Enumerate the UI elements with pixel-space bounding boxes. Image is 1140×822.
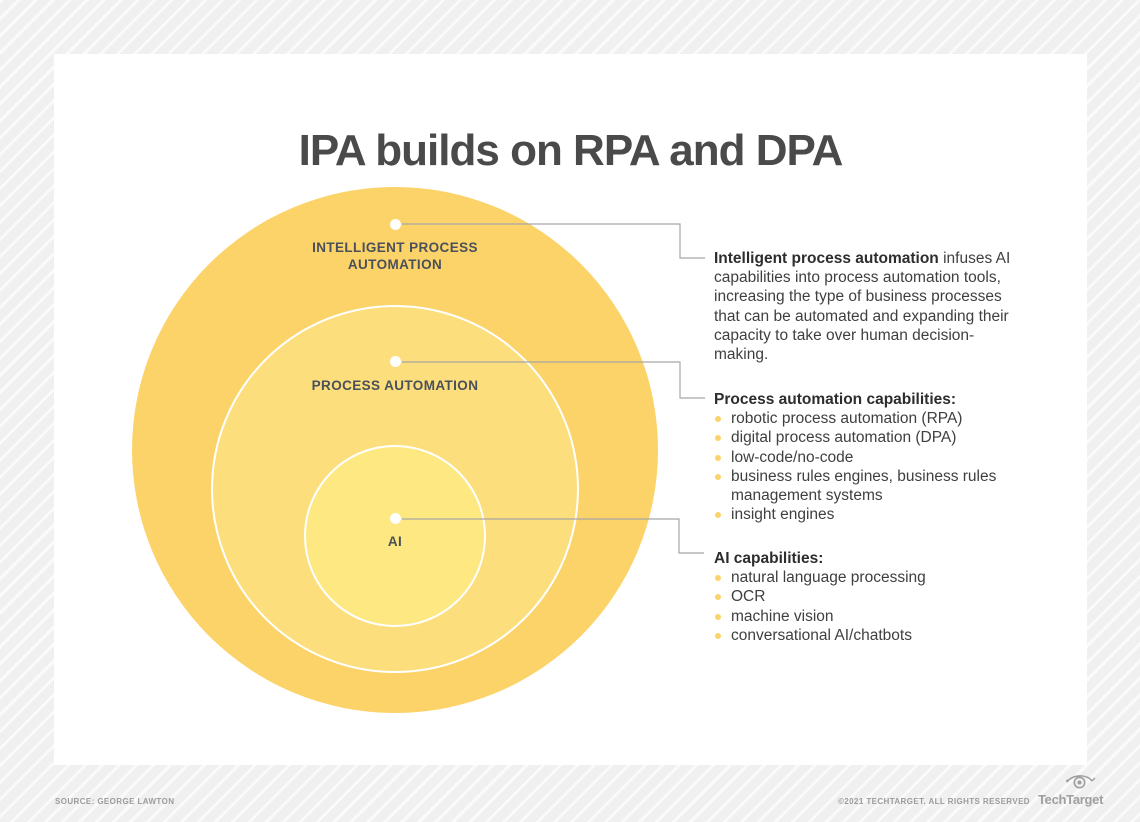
page-title: IPA builds on RPA and DPA <box>298 126 844 176</box>
list-item: conversational AI/chatbots <box>714 626 1016 645</box>
callout-dot-ai <box>390 513 401 524</box>
annotation-ipa: Intelligent process automation infuses A… <box>714 249 1016 364</box>
bullet-icon <box>715 454 721 461</box>
annotation-ai: AI capabilities: natural language proces… <box>714 549 1016 645</box>
list-item-text: digital process automation (DPA) <box>731 429 957 447</box>
list-item: machine vision <box>714 607 1016 626</box>
copyright-notice: ©2021 TECHTARGET. ALL RIGHTS RESERVED <box>838 797 1030 806</box>
bullet-icon <box>715 594 721 601</box>
source-credit: SOURCE: GEORGE LAWTON <box>55 797 175 806</box>
bullet-icon <box>715 512 721 519</box>
ring-label-ai: AI <box>387 534 403 549</box>
ring-label-process-automation: PROCESS AUTOMATION <box>311 378 479 393</box>
bullet-icon <box>715 632 721 639</box>
annotation-process-automation: Process automation capabilities: robotic… <box>714 390 1016 524</box>
bullet-icon <box>715 473 721 480</box>
annotation-ipa-lead: Intelligent process automation <box>714 250 939 267</box>
ai-capabilities-list: natural language processing OCR machine … <box>714 568 1016 645</box>
bullet-icon <box>715 435 721 442</box>
list-item: robotic process automation (RPA) <box>714 409 1016 428</box>
list-item-text: OCR <box>731 588 766 606</box>
list-item: natural language processing <box>714 568 1016 587</box>
list-item-text: low-code/no-code <box>731 448 854 466</box>
list-item: low-code/no-code <box>714 448 1016 467</box>
techtarget-logo: TechTarget <box>1038 772 1103 809</box>
list-item: digital process automation (DPA) <box>714 428 1016 447</box>
eye-icon <box>1066 775 1096 789</box>
list-item-text: robotic process automation (RPA) <box>731 410 963 428</box>
bullet-icon <box>715 416 721 423</box>
callout-dot-process-automation <box>390 356 401 367</box>
annotation-ipa-text: infuses AI capabilities into process aut… <box>714 250 1011 364</box>
callout-dot-ipa <box>390 219 401 230</box>
list-item: OCR <box>714 587 1016 606</box>
bullet-icon <box>715 613 721 620</box>
list-item-text: insight engines <box>731 506 835 524</box>
annotation-ai-heading: AI capabilities: <box>714 550 824 567</box>
logo-wordmark: TechTarget <box>1038 792 1104 807</box>
annotation-pa-heading: Process automation capabilities: <box>714 391 957 408</box>
pa-capabilities-list: robotic process automation (RPA) digital… <box>714 409 1016 524</box>
bullet-icon <box>715 575 721 582</box>
list-item-text: conversational AI/chatbots <box>731 626 912 644</box>
list-item: business rules engines, business rules m… <box>714 467 1016 505</box>
ring-label-intelligent-process-automation: INTELLIGENT PROCESS AUTOMATION <box>312 240 478 272</box>
list-item-text: machine vision <box>731 607 834 625</box>
list-item-text: natural language processing <box>731 569 926 587</box>
list-item: insight engines <box>714 505 1016 524</box>
list-item-text: business rules engines, business rules m… <box>731 467 997 505</box>
